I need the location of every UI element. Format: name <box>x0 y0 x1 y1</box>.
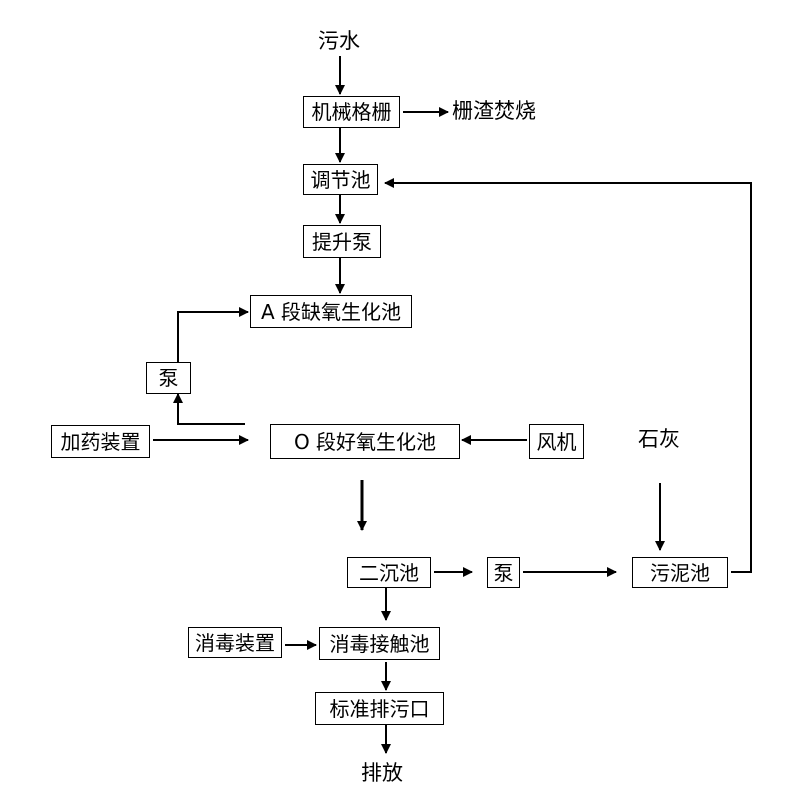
a-anoxic-tank-box: A 段缺氧生化池 <box>250 295 412 328</box>
sludge-tank-label: 污泥池 <box>650 560 710 585</box>
blower-box: 风机 <box>529 424 584 459</box>
screen-residue-label: 栅渣焚烧 <box>452 99 536 123</box>
secondary-clarifier-label: 二沉池 <box>359 560 419 585</box>
arrow-o-tank-to-return-pump <box>173 393 245 425</box>
secondary-clarifier-box: 二沉池 <box>347 557 431 588</box>
o-aerobic-tank-label: O 段好氧生化池 <box>293 429 437 454</box>
arrow-sludge-tank-to-equalization <box>384 178 752 573</box>
discharge-label: 排放 <box>361 761 403 785</box>
sludge-pump-label: 泵 <box>493 560 514 585</box>
return-pump-box: 泵 <box>146 362 191 394</box>
dosing-device-box: 加药装置 <box>51 425 150 458</box>
contact-tank-label: 消毒接触池 <box>329 631 430 656</box>
sludge-pump-box: 泵 <box>487 557 520 588</box>
sewage-label: 污水 <box>318 29 360 53</box>
a-anoxic-tank-label: A 段缺氧生化池 <box>260 299 402 324</box>
arrow-return-pump-to-a-tank <box>177 307 249 362</box>
lift-pump-label: 提升泵 <box>312 229 372 254</box>
disinfection-device-box: 消毒装置 <box>188 627 282 658</box>
mechanical-screen-label: 机械格栅 <box>311 100 392 124</box>
lift-pump-box: 提升泵 <box>303 225 381 258</box>
return-pump-label: 泵 <box>158 366 179 390</box>
contact-tank-box: 消毒接触池 <box>319 627 440 660</box>
mechanical-screen-box: 机械格栅 <box>303 96 400 128</box>
blower-label: 风机 <box>536 429 577 454</box>
equalization-tank-box: 调节池 <box>303 164 378 195</box>
equalization-tank-label: 调节池 <box>310 167 371 192</box>
standard-outfall-box: 标准排污口 <box>315 692 444 725</box>
dosing-device-label: 加药装置 <box>60 429 141 454</box>
lime-label: 石灰 <box>638 427 680 451</box>
disinfection-device-label: 消毒装置 <box>195 630 275 655</box>
o-aerobic-tank-box: O 段好氧生化池 <box>270 424 460 459</box>
sludge-tank-box: 污泥池 <box>632 557 728 588</box>
standard-outfall-label: 标准排污口 <box>329 696 430 721</box>
